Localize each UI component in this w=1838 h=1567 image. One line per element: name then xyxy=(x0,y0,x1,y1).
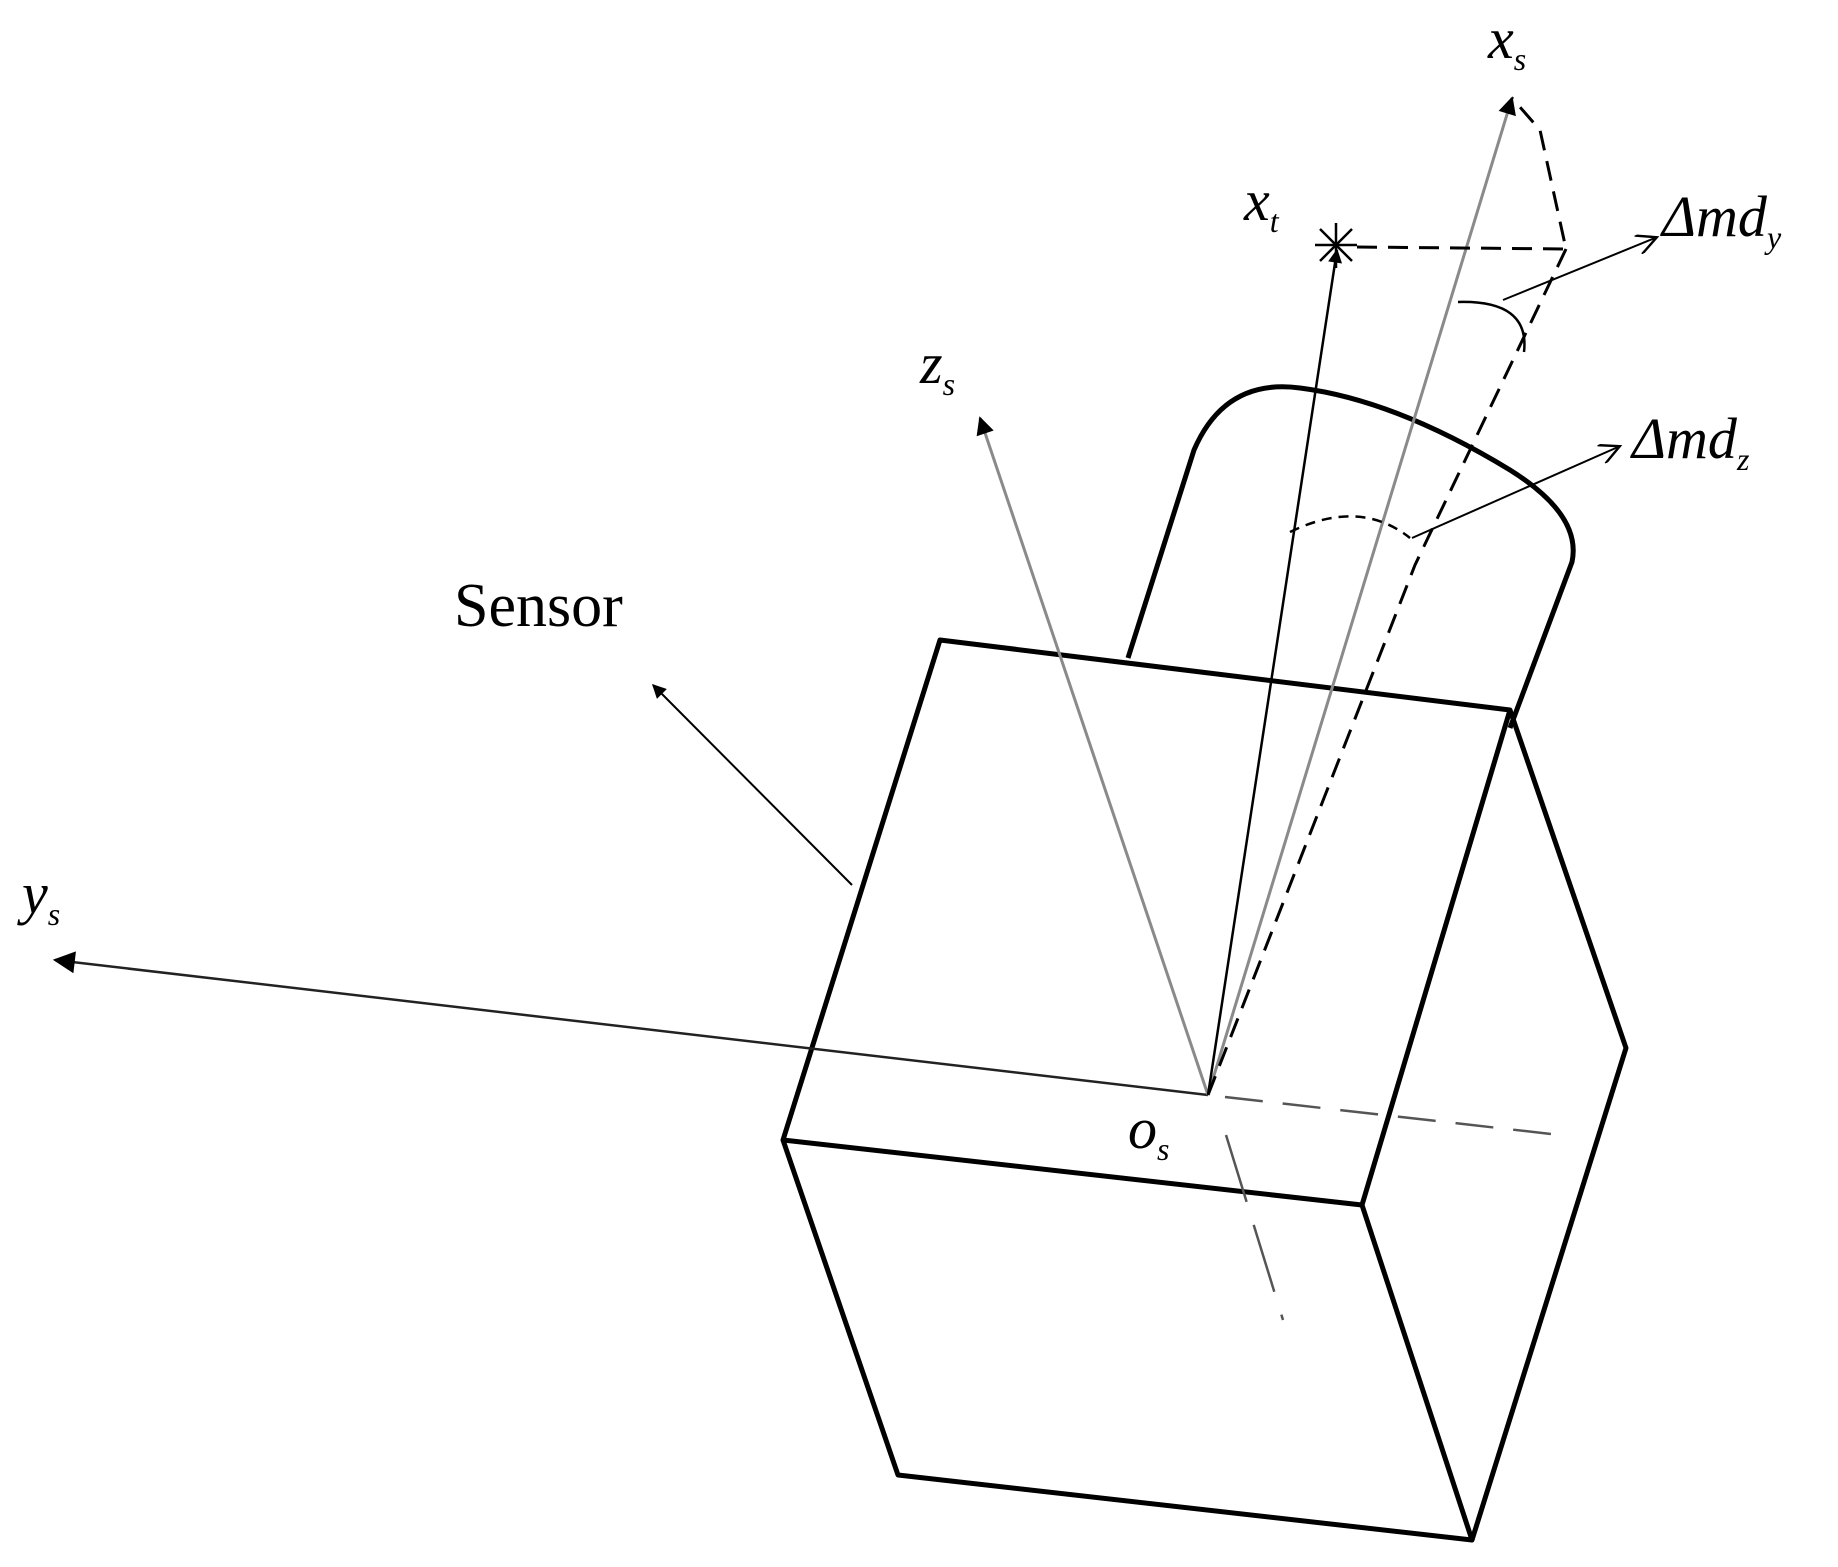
sensor-leader-arrow xyxy=(652,684,853,886)
zs-label-base: z xyxy=(920,331,943,396)
sensor-lens xyxy=(1125,384,1576,729)
dmdz-label: Δmdz xyxy=(1632,410,1749,476)
angle-arc-dmdy xyxy=(1457,300,1526,353)
dmdy-label-base: Δmd xyxy=(1662,184,1767,249)
dmdz-leader-arrow xyxy=(1411,447,1618,539)
ys-axis xyxy=(52,951,1209,1097)
sensor-body-front-face xyxy=(780,1139,1473,1543)
origin-label: os xyxy=(1128,1100,1169,1166)
dmdz-label-sub: z xyxy=(1736,441,1750,477)
xs-label-sub: s xyxy=(1513,41,1527,77)
sensor-label: Sensor xyxy=(454,572,623,640)
angle-arc-dmdz xyxy=(1289,515,1411,539)
xt-label-base: x xyxy=(1244,168,1270,233)
dmdz-label-base: Δmd xyxy=(1632,406,1737,471)
xs-axis xyxy=(1206,96,1516,1096)
dmdy-label: Δmdy xyxy=(1662,188,1781,254)
projection-dashed-lines xyxy=(1206,97,1568,1096)
os-label-sub: s xyxy=(1157,1131,1170,1167)
dmdy-label-sub: y xyxy=(1766,219,1782,255)
z-axis-hidden-extension xyxy=(1224,1134,1285,1321)
os-label-base: o xyxy=(1128,1096,1157,1161)
zs-axis xyxy=(976,416,1210,1096)
target-star-icon xyxy=(1315,223,1357,268)
ys-label-sub: s xyxy=(47,896,61,932)
dmdy-leader-arrow xyxy=(1502,238,1655,301)
ys-label-base: y xyxy=(22,861,48,926)
ys-axis-label: ys xyxy=(22,865,60,931)
xs-label-base: x xyxy=(1488,6,1514,71)
xt-vector xyxy=(1206,248,1343,1096)
xt-vector-label: xt xyxy=(1244,172,1279,238)
xt-label-sub: t xyxy=(1269,203,1279,239)
zs-label-sub: s xyxy=(942,366,956,402)
zs-axis-label: zs xyxy=(920,335,955,401)
xs-axis-label: xs xyxy=(1488,10,1526,76)
sensor-body-side-face xyxy=(1359,709,1629,1543)
